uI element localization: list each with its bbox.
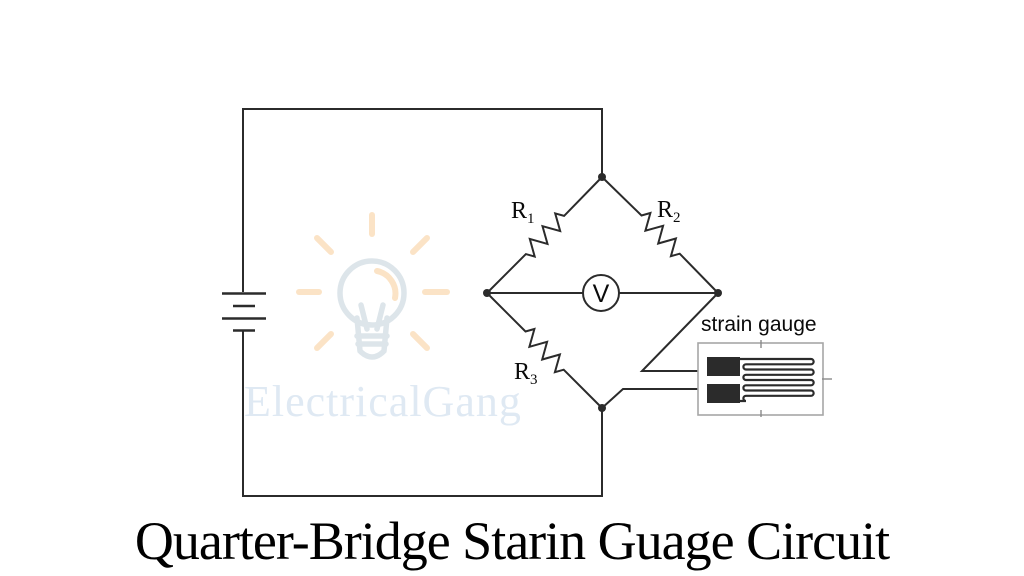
voltmeter-icon bbox=[582, 274, 620, 312]
resistor-r3-icon bbox=[486, 292, 603, 409]
watermark-text: ElectricalGang bbox=[244, 377, 522, 426]
wire-top-loop bbox=[242, 108, 603, 292]
resistor-r1-label-sub: 1 bbox=[527, 211, 535, 227]
node-dot-left bbox=[483, 289, 491, 297]
wire-bottom-loop bbox=[242, 331, 603, 497]
resistor-r1-label-base: R bbox=[511, 198, 527, 224]
page-title: Quarter-Bridge Starin Guage Circuit bbox=[134, 511, 890, 571]
resistor-r3-label-sub: 3 bbox=[530, 372, 538, 388]
resistor-r3-label-base: R bbox=[514, 359, 530, 385]
resistor-r2-label-sub: 2 bbox=[673, 210, 681, 226]
node-dot-right bbox=[714, 289, 722, 297]
resistor-r3-label: R3 bbox=[514, 359, 538, 388]
resistor-r2-label: R2 bbox=[657, 197, 681, 226]
strain-gauge-grid bbox=[738, 357, 815, 403]
watermark-lightbulb-icon bbox=[337, 258, 407, 360]
strain-gauge-upper-pad bbox=[707, 357, 740, 376]
strain-gauge-alignment-ticks bbox=[760, 340, 832, 417]
node-dot-top bbox=[598, 173, 606, 181]
resistor-r1-icon bbox=[486, 176, 603, 294]
junction-dots bbox=[483, 173, 740, 412]
node-dot-bottom bbox=[598, 404, 606, 412]
strain-gauge-label: strain gauge bbox=[701, 313, 817, 336]
wire-gauge-upper-lead bbox=[639, 292, 719, 372]
watermark-bulb-highlight bbox=[374, 268, 399, 301]
voltmeter-label: V bbox=[593, 280, 610, 308]
resistor-r2-label-base: R bbox=[657, 197, 673, 223]
watermark: ElectricalGang bbox=[244, 212, 522, 426]
strain-gauge-icon bbox=[697, 340, 832, 417]
strain-gauge-lower-pad bbox=[707, 384, 740, 403]
watermark-rays-icon bbox=[296, 212, 450, 351]
resistor-r1-label: R1 bbox=[511, 198, 535, 227]
wire-gauge-lower-lead bbox=[601, 388, 707, 409]
component-labels: R1 R2 R3 V strain gauge bbox=[511, 197, 817, 388]
battery-icon bbox=[222, 292, 266, 332]
resistor-r2-icon bbox=[601, 176, 719, 294]
circuit bbox=[222, 108, 832, 497]
